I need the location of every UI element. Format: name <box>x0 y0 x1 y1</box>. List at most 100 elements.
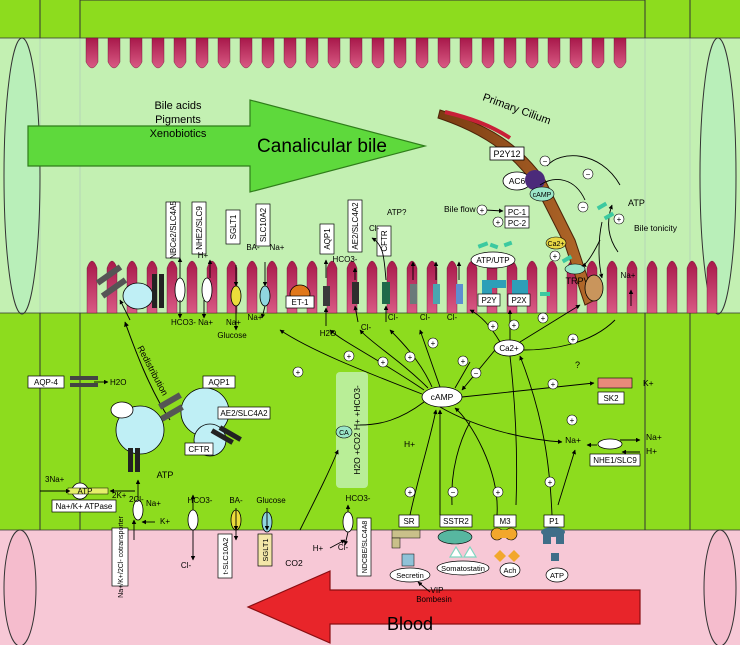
pc2-label: PC-2 <box>508 219 527 228</box>
svg-text:+: + <box>571 335 576 344</box>
microvillus <box>86 260 98 314</box>
aqp4-channel-1 <box>70 376 98 380</box>
svg-text:+: + <box>548 478 553 487</box>
ae2-cell-label: AE2/SLC4A2 <box>220 409 268 418</box>
microvillus <box>591 37 605 69</box>
vesicles <box>110 387 242 472</box>
microvillus <box>646 260 658 314</box>
trpv4-label: TRPV4 <box>565 276 594 286</box>
aqp1-cell-box <box>202 375 236 389</box>
microvillus <box>366 260 378 314</box>
svg-text:+: + <box>491 322 496 331</box>
baso-glucose-label: Glucose <box>256 496 286 505</box>
blood-arrow <box>246 570 641 644</box>
nhe1-transporter <box>597 438 623 450</box>
ac6-label: AC6 <box>509 176 526 186</box>
microvillus <box>217 37 231 69</box>
co2-label: CO2 <box>285 558 303 568</box>
ca-hub <box>493 339 525 357</box>
microvillus <box>466 260 478 314</box>
apical-cl-1: Cl- <box>361 323 372 332</box>
lumen-right-cap <box>699 37 737 315</box>
microvillus <box>666 260 678 314</box>
microvillus <box>446 260 458 314</box>
et1-label: ET-1 <box>292 298 309 307</box>
trpv4-channel <box>564 263 586 275</box>
sglt1-baso-label: SGLT1 <box>261 538 270 561</box>
apical-ba-label: BA- <box>246 243 260 252</box>
p2y12-label: P2Y12 <box>493 149 520 159</box>
apical-cl-4: Cl- <box>447 313 458 322</box>
bile-substance-2: Pigments <box>155 114 201 126</box>
microvillus <box>195 37 209 69</box>
baso-hco3-label: HCO3- <box>188 496 213 505</box>
cilium-ca-label: Ca2+ <box>548 241 565 248</box>
sk2-label: SK2 <box>603 394 619 403</box>
ndcbe-label: NDCBE/SLC4A8 <box>362 521 369 574</box>
apical-cl-label: Cl- <box>369 224 380 233</box>
cell-h-label: H+ <box>404 439 415 449</box>
ca-enzyme <box>335 425 353 439</box>
two-cl-label: 2Cl- <box>129 495 144 504</box>
svg-text:+: + <box>381 358 386 367</box>
apical-glucose-label: Glucose <box>217 331 247 340</box>
vessel-right-cap <box>703 529 737 647</box>
svg-text:+: + <box>512 321 517 330</box>
svg-text:−: − <box>543 157 548 166</box>
microvillus <box>706 260 718 314</box>
question-mark: ? <box>575 360 580 370</box>
microvillus <box>129 37 143 69</box>
aqp4-channel-2 <box>70 383 98 387</box>
cilium-camp-label: cAMP <box>533 192 552 199</box>
canalicular-bile-label: Canalicular bile <box>257 136 387 157</box>
blood-label: Blood <box>387 614 433 634</box>
nkcc-label: Na+/K+/2Cl- cotransporter <box>118 515 125 597</box>
sr-label: SR <box>403 517 414 526</box>
svg-text:+: + <box>461 357 466 366</box>
svg-text:−: − <box>451 488 456 497</box>
microvillus <box>261 37 275 69</box>
microvillus <box>266 260 278 314</box>
cftr-cell-box <box>184 442 214 456</box>
ae2-apical-label: AE2/SLC4A2 <box>351 202 360 250</box>
ca-enzyme-label: CA <box>339 430 349 437</box>
microvillus <box>626 260 638 314</box>
svg-text:+: + <box>496 218 501 227</box>
reaction-label: H2O +CO2 H+ +HCO3- <box>352 385 362 475</box>
p2y-label: P2Y <box>481 296 497 305</box>
microvillus <box>371 37 385 69</box>
svg-text:−: − <box>586 170 591 179</box>
svg-text:+: + <box>347 352 352 361</box>
apical-na-label: Na+ <box>270 243 285 252</box>
svg-text:+: + <box>541 314 546 323</box>
svg-text:+: + <box>431 339 436 348</box>
nak-atpase-label: Na+/K+ ATPase <box>56 502 113 511</box>
sk2-k-label: K+ <box>643 378 654 388</box>
microvillus <box>246 260 258 314</box>
cilium-camp-node <box>529 186 555 202</box>
svg-text:+: + <box>617 215 622 224</box>
nhe1-h-label: H+ <box>646 446 657 456</box>
cilium-signs: + + − − − + + <box>476 155 625 262</box>
microvillus <box>166 260 178 314</box>
microvillus <box>349 37 363 69</box>
baso-atp-label: ATP <box>550 571 564 580</box>
bile-substance-1: Bile acids <box>154 100 202 112</box>
microvillus <box>481 37 495 69</box>
ligands <box>401 545 559 567</box>
baso-cl-label: Cl- <box>181 561 192 570</box>
lumen-left-cap <box>3 37 41 315</box>
nbce2-label: NBCe2/SLC4A5 <box>169 201 178 259</box>
microvillus <box>503 37 517 69</box>
nhe1-box <box>589 453 641 467</box>
signaling-arrows <box>279 304 641 531</box>
bile-tonicity-label: Bile tonicity <box>634 223 678 233</box>
microvillus <box>569 37 583 69</box>
apical-na-right: Na+ <box>621 271 636 280</box>
microvillus <box>327 37 341 69</box>
nhe1-na-label: Na+ <box>646 432 662 442</box>
p2y12-box <box>489 146 525 161</box>
microvillus <box>606 260 618 314</box>
